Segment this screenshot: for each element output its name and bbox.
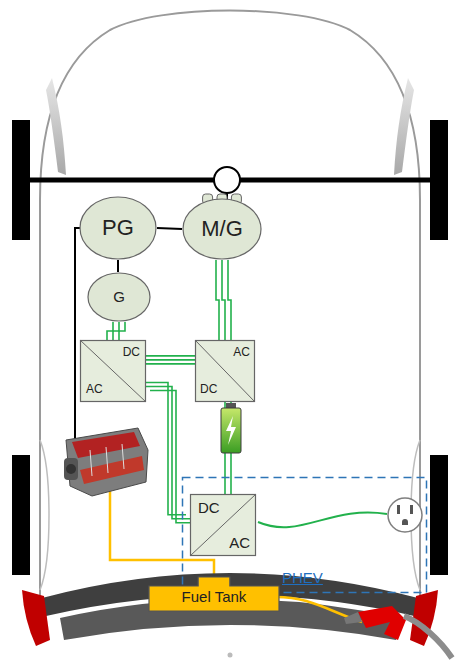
nozzle-hose (404, 616, 452, 658)
circle-outline (183, 199, 261, 259)
outlet-slot (397, 505, 400, 514)
engine-detail (90, 450, 92, 476)
nozzle-handle (358, 606, 406, 640)
electrical-wire (107, 322, 125, 340)
electrical-wire (142, 383, 194, 523)
dashed-region (183, 478, 427, 593)
node-label: AC (229, 535, 250, 552)
outlet-ground (402, 519, 408, 525)
battery-cap (226, 403, 236, 408)
nozzle-spout (344, 612, 362, 624)
charge-cable (258, 512, 387, 527)
node-label: AC (86, 383, 103, 396)
tow-point (228, 653, 233, 658)
connector-line (119, 322, 125, 340)
generator: G (87, 272, 151, 322)
engine-head (72, 432, 140, 458)
car-body (40, 11, 420, 601)
window-pillar (46, 78, 66, 175)
box-outline (191, 495, 256, 556)
battery (221, 403, 241, 453)
box-outline (196, 341, 255, 402)
differential (214, 167, 240, 193)
engine-detail (106, 447, 108, 473)
node-label: M/G (182, 217, 262, 241)
connector-line (142, 383, 186, 515)
connector-line (222, 260, 225, 340)
motor-generator: M/G (182, 198, 262, 260)
fuel-tank: Fuel Tank (148, 582, 280, 612)
engine-head (80, 456, 144, 484)
electrical-wire (146, 356, 195, 364)
connector-line (113, 322, 119, 340)
connector-line (216, 260, 219, 340)
converter-diagonal (190, 494, 256, 556)
node-label: DC (123, 346, 140, 359)
rear-right-wheel (430, 455, 448, 575)
mechanical-link (157, 228, 182, 229)
electrical-wire (216, 260, 231, 340)
outlet-face (388, 498, 422, 532)
connector-line (146, 355, 195, 357)
engine-shaft (75, 228, 86, 445)
inverter-box: AC DC (195, 340, 255, 402)
node-label: DC (200, 383, 217, 396)
node-label: DC (198, 500, 220, 517)
front-right-wheel (430, 120, 448, 240)
tank-outline (149, 577, 279, 611)
box-outline (81, 341, 146, 402)
connector-line (150, 391, 194, 523)
charger-box: DC AC (190, 494, 256, 556)
connector-line (228, 260, 231, 340)
node-label: G (87, 289, 151, 306)
wall-outlet (388, 498, 422, 532)
rear-left-wheel (12, 455, 30, 575)
node-label: AC (233, 346, 250, 359)
converter-diagonal (195, 340, 255, 402)
engine-pulley (66, 464, 76, 474)
fender (40, 440, 49, 590)
connector-line (146, 387, 190, 519)
outlet-slot (410, 505, 413, 514)
fuel-nozzle (344, 606, 452, 658)
connector-line (146, 359, 195, 361)
battery-body (221, 408, 241, 453)
engine-detail (122, 444, 124, 469)
window-pillar (394, 78, 414, 175)
engine (64, 428, 148, 496)
connector-line (157, 228, 182, 229)
converter-diagonal (80, 340, 146, 402)
circle-outline (80, 197, 156, 259)
tail-light (22, 590, 50, 646)
planetary-gear: PG (79, 196, 157, 260)
inverter-box: DC AC (80, 340, 146, 402)
engine-pulley (64, 458, 78, 480)
circle-outline (88, 273, 150, 321)
mechanical-link (118, 260, 119, 272)
rear-bumper (42, 573, 418, 616)
front-left-wheel (12, 120, 30, 240)
region-label: PHEV (282, 570, 323, 587)
node-label: PG (79, 216, 157, 240)
engine-block (66, 428, 148, 496)
connector-line (146, 363, 195, 365)
battery-bolt (226, 416, 236, 445)
node-label: Fuel Tank (148, 589, 280, 606)
connector-line (107, 322, 113, 340)
phev-region: PHEV DC AC (182, 477, 427, 593)
connector-line (117, 260, 119, 272)
